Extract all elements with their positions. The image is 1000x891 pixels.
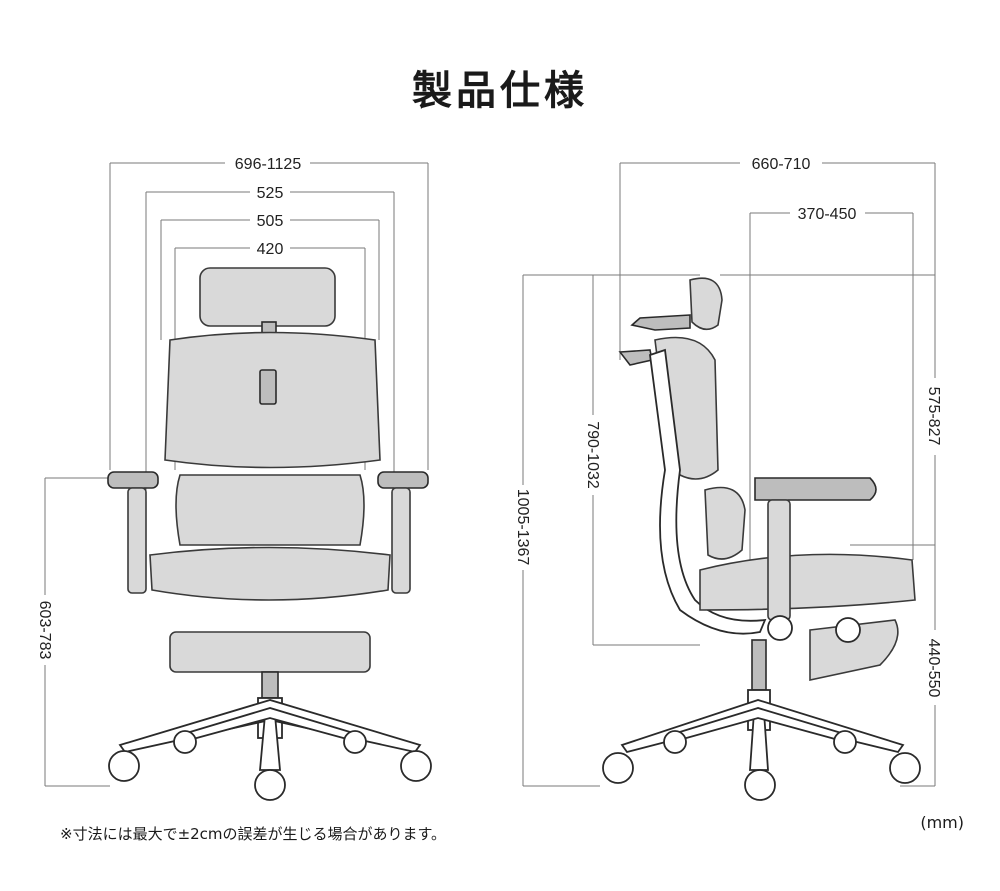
front-dimension-labels: 696-1125 525 505 420 603-783 (36, 156, 301, 659)
dim-backrest-length: 575-827 (925, 387, 942, 446)
dim-back-height: 790-1032 (584, 421, 601, 489)
dim-back-width: 505 (257, 213, 284, 230)
dim-overall-depth: 660-710 (752, 156, 811, 173)
disclaimer-note: ※寸法には最大で±2cmの誤差が生じる場合があります。 (60, 825, 447, 843)
dim-seat-height: 440-550 (925, 639, 942, 698)
office-chair-side-illustration (602, 277, 921, 801)
office-chair-front-illustration (107, 267, 432, 801)
dim-inner-width: 420 (257, 241, 284, 258)
side-dimension-labels: 660-710 370-450 1005-1367 790-1032 575-8… (514, 156, 942, 697)
dim-overall-width: 696-1125 (235, 156, 302, 173)
page-title: 製品仕様 (412, 68, 588, 114)
dim-armrest-width: 525 (257, 185, 284, 202)
dim-overall-height: 1005-1367 (514, 489, 531, 566)
side-dimension-lines (522, 162, 936, 787)
unit-label: (mm) (920, 813, 964, 832)
dim-armrest-height: 603-783 (36, 601, 53, 660)
dim-seat-depth: 370-450 (798, 206, 857, 223)
